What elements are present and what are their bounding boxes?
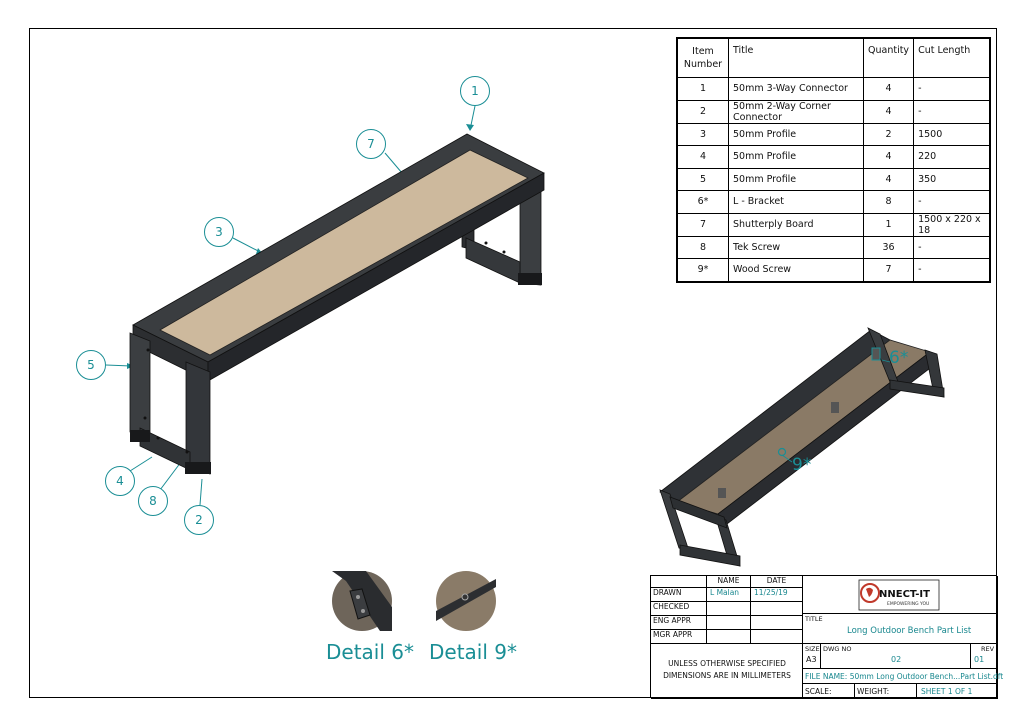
weight-label: WEIGHT: [855,684,917,699]
title-field: TITLE Long Outdoor Bench Part List [803,614,998,644]
cell-quantity: 36 [862,235,915,259]
cell-cut-length: 220 [913,145,991,169]
drawn-name: L Malan [707,588,751,602]
cell-cut-length: - [913,258,991,282]
cell-title: Tek Screw [728,235,864,259]
logo-tagline: EMPOWERING YOU [887,601,929,607]
rev-value: 01 [974,655,985,664]
sheet-number: SHEET 1 OF 1 [917,684,998,699]
table-header-row: Item Number Title Quantity Cut Length [676,37,991,78]
logo-wordmark: NNECT-IT [879,589,930,600]
balloon-item-4: 4 [105,466,135,496]
eng-appr-label: ENG APPR [651,616,707,630]
cell-quantity: 4 [862,167,915,191]
detail-9-image [436,571,496,631]
scale-label: SCALE: [803,684,855,699]
detail-6-label: Detail 6* [326,640,414,664]
cell-item: 2 [676,99,729,124]
notes-line-1: UNLESS OTHERWISE SPECIFIED [668,659,786,668]
rev-field: REV 01 [971,644,998,669]
name-header: NAME [707,576,751,588]
cell-item: 1 [676,77,729,101]
mgr-appr-label: MGR APPR [651,630,707,644]
file-name: FILE NAME: 50mm Long Outdoor Bench...Par… [803,669,1003,684]
dwg-no-field: DWG NO 02 [821,644,971,669]
dwg-no-value: 02 [891,655,902,664]
cell-item: 8 [676,235,729,259]
cell-cut-length: 350 [913,167,991,191]
checked-label: CHECKED [651,602,707,616]
cell-title: 50mm Profile [728,122,864,146]
cell-cut-length: - [913,235,991,259]
balloon-item-1: 1 [460,76,490,106]
bracket-callout-label: 6* [889,348,909,368]
date-header: DATE [751,576,803,588]
dwg-no-label: DWG NO [823,645,852,653]
drawn-date: 11/25/19 [751,588,803,602]
notes-line-2: DIMENSIONS ARE IN MILLIMETERS [663,671,791,680]
cell-item: 6* [676,190,729,214]
cell-cut-length: - [913,77,991,101]
balloon-item-5: 5 [76,350,106,380]
drawing-sheet-border [29,28,997,698]
cell-title: 50mm 3-Way Connector [728,77,864,101]
logo-area: NNECT-IT EMPOWERING YOU [803,576,998,614]
header-cut-length: Cut Length [913,37,991,78]
cell-title: 50mm 2-Way Corner Connector [728,99,864,124]
cell-quantity: 2 [862,122,915,146]
header-quantity: Quantity [862,37,915,78]
cell-item: 3 [676,122,729,146]
cell-cut-length: - [913,190,991,214]
balloon-item-7: 7 [356,129,386,159]
cell-item: 9* [676,258,729,282]
cell-item: 7 [676,212,729,237]
cell-quantity: 1 [862,212,915,237]
balloon-item-8: 8 [138,486,168,516]
cell-cut-length: 1500 [913,122,991,146]
general-notes: UNLESS OTHERWISE SPECIFIED DIMENSIONS AR… [651,644,803,699]
detail-9-label: Detail 9* [429,640,517,664]
cell-title: Wood Screw [728,258,864,282]
cell-item: 4 [676,145,729,169]
drawing-title: Long Outdoor Bench Part List [847,626,972,636]
cell-title: 50mm Profile [728,145,864,169]
header-item-number: Item Number [676,37,729,78]
size-field: SIZE A3 [803,644,821,669]
cell-quantity: 4 [862,99,915,124]
cell-quantity: 7 [862,258,915,282]
cell-cut-length: 1500 x 220 x 18 [913,212,991,237]
size-label: SIZE [805,645,820,653]
rev-label: REV [981,645,995,653]
cell-title: 50mm Profile [728,167,864,191]
cell-cut-length: - [913,99,991,124]
connect-it-logo: NNECT-IT EMPOWERING YOU [858,579,940,611]
title-block: NAME DATE DRAWN L Malan 11/25/19 CHECKED… [650,575,1003,699]
title-label: TITLE [805,615,823,623]
cell-quantity: 8 [862,190,915,214]
size-value: A3 [806,655,817,664]
cell-quantity: 4 [862,145,915,169]
screw-callout-label: 9* [792,455,812,475]
cell-title: Shutterply Board [728,212,864,237]
drawn-label: DRAWN [651,588,707,602]
cell-quantity: 4 [862,77,915,101]
balloon-item-3: 3 [204,217,234,247]
header-title: Title [728,37,864,78]
detail-6-image [332,571,392,631]
cell-item: 5 [676,167,729,191]
balloon-item-2: 2 [184,505,214,535]
cell-title: L - Bracket [728,190,864,214]
